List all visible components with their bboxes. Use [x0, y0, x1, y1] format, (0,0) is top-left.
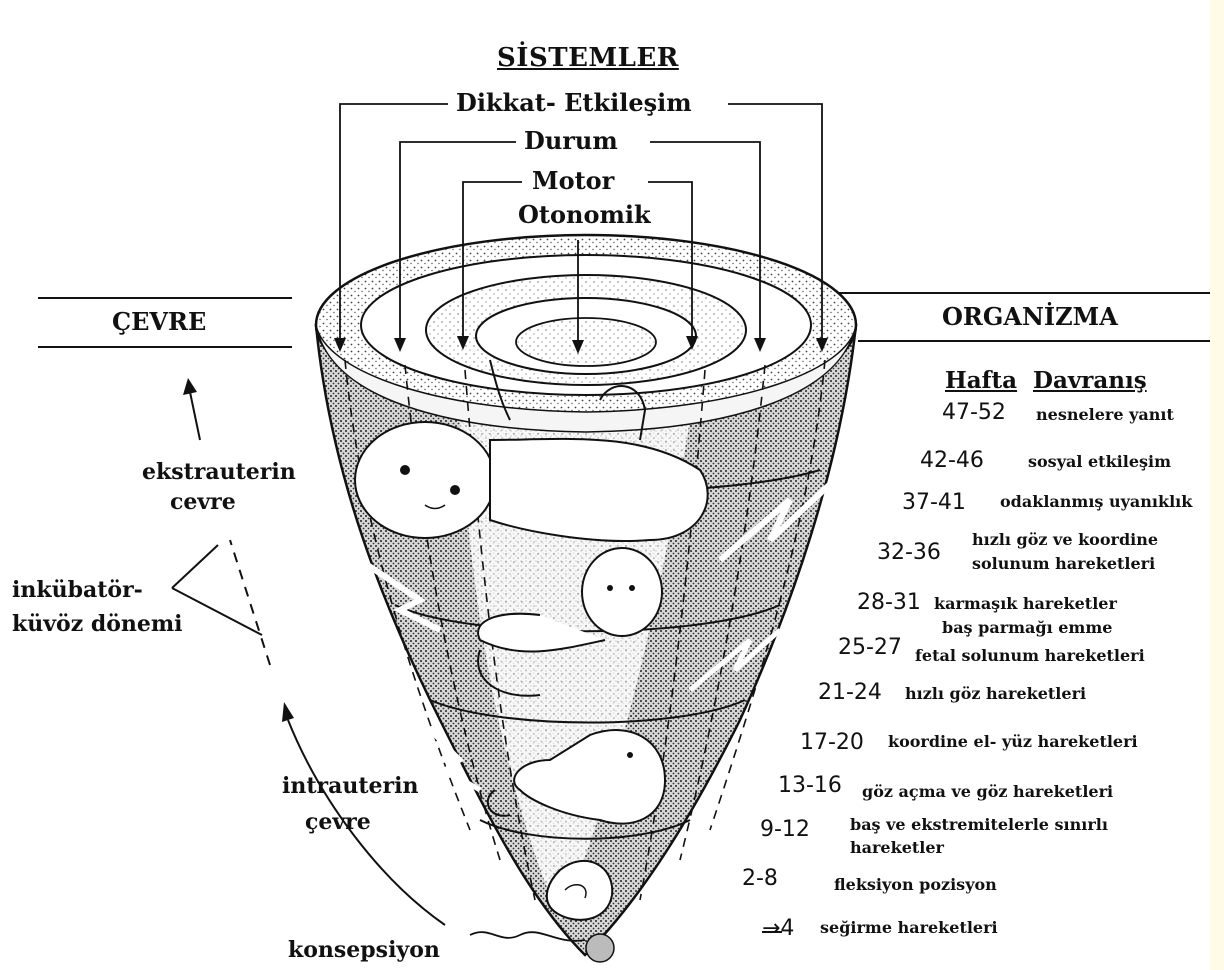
behavior-value: hızlı göz hareketleri [905, 684, 1086, 704]
behavior-header: Davranış [1033, 368, 1147, 393]
behavior-value: baş ve ekstremitelerle sınırlı [850, 815, 1108, 835]
behavior-value: baş parmağı emme [942, 618, 1112, 638]
week-value: 2-8 [742, 866, 778, 891]
behavior-value: seğirme hareketleri [820, 918, 998, 938]
week-value: 9-12 [760, 817, 810, 842]
extrauterine-label-line2: cevre [170, 490, 236, 514]
system-motor: Motor [532, 168, 614, 194]
behavior-value: fleksiyon pozisyon [834, 875, 997, 895]
behavior-value: göz açma ve göz hareketleri [862, 782, 1113, 802]
behavior-value: odaklanmış uyanıklık [1000, 492, 1192, 512]
week-value: →4 [762, 916, 794, 941]
intrauterine-label-line1: intrauterin [282, 774, 418, 798]
week-value: 32-36 [877, 540, 941, 565]
week-value: 42-46 [920, 448, 984, 473]
timeline-arrowheads [183, 378, 294, 722]
week-header: Hafta [945, 368, 1017, 393]
incubator-label-line2: küvöz dönemi [12, 612, 183, 636]
behavior-value-line2: solunum hareketleri [972, 554, 1155, 574]
week-value: 47-52 [942, 400, 1006, 425]
behavior-value-line2: hareketler [850, 838, 944, 858]
extrauterine-label-line1: ekstrauterin [142, 460, 296, 484]
intrauterine-label-line2: çevre [305, 810, 371, 834]
behavior-value: nesnelere yanıt [1036, 405, 1174, 425]
week-value: 37-41 [902, 490, 966, 515]
week-value: 25-27 [838, 635, 902, 660]
behavior-value: koordine el- yüz hareketleri [888, 732, 1138, 752]
week-value: 28-31 [857, 590, 921, 615]
system-autonomic: Otonomik [518, 202, 651, 228]
behavior-value: hızlı göz ve koordine [972, 530, 1158, 550]
systems-title: SİSTEMLER [497, 44, 679, 73]
behavior-value: karmaşık hareketler [934, 594, 1117, 614]
system-state: Durum [524, 128, 618, 154]
environment-label: ÇEVRE [112, 309, 206, 335]
week-value: 13-16 [778, 773, 842, 798]
organism-label: ORGANİZMA [942, 304, 1118, 330]
week-value: 17-20 [800, 730, 864, 755]
behavior-value: sosyal etkileşim [1028, 452, 1171, 472]
behavior-value: fetal solunum hareketleri [915, 646, 1145, 666]
week-value: 21-24 [818, 680, 882, 705]
system-attention-interaction: Dikkat- Etkileşim [456, 90, 692, 116]
conception-label: konsepsiyon [288, 938, 440, 962]
incubator-label-line1: inkübatör- [12, 578, 143, 602]
right-edge-strip [1210, 0, 1224, 970]
